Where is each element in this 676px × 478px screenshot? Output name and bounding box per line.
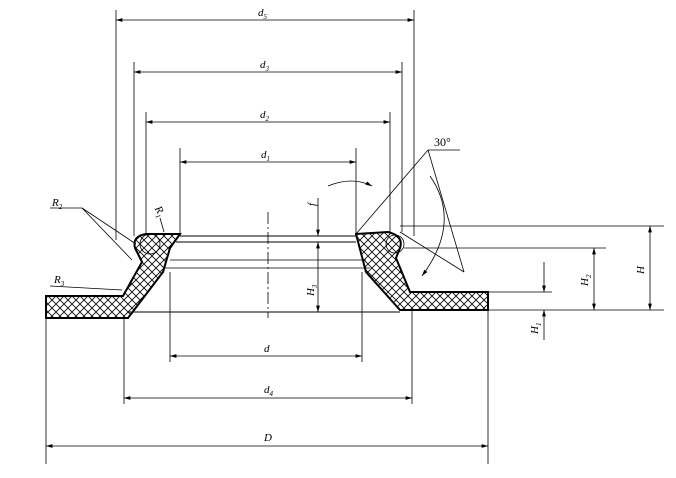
label-H2: H2 xyxy=(579,274,593,287)
label-d4: d4 xyxy=(264,384,274,398)
label-d1: d1 xyxy=(261,149,270,163)
leaders xyxy=(49,149,465,291)
dimension-lines xyxy=(46,18,488,448)
label-f: f xyxy=(306,201,318,206)
angle-arc-left xyxy=(327,180,373,187)
label-d3: d3 xyxy=(260,59,270,73)
label-angle-30: 30° xyxy=(434,135,451,149)
leader-R1 xyxy=(159,217,165,233)
label-R1: R1 xyxy=(150,203,168,220)
right-bead xyxy=(385,234,405,254)
angle-arc-right xyxy=(421,175,445,277)
label-D: D xyxy=(263,432,272,444)
label-H3: H3 xyxy=(305,284,319,297)
left-bead xyxy=(139,233,161,255)
label-d5: d5 xyxy=(258,7,268,21)
leader-R3 xyxy=(49,285,123,291)
label-H: H xyxy=(635,265,647,275)
leader-R2 xyxy=(81,207,137,245)
right-section-profile xyxy=(354,230,489,311)
label-d2: d2 xyxy=(260,109,270,123)
label-R3: R3 xyxy=(53,274,65,288)
label-R2: R2 xyxy=(51,197,63,211)
label-H1: H1 xyxy=(529,323,543,335)
leader-30 xyxy=(355,149,429,235)
label-d: d xyxy=(264,343,270,355)
